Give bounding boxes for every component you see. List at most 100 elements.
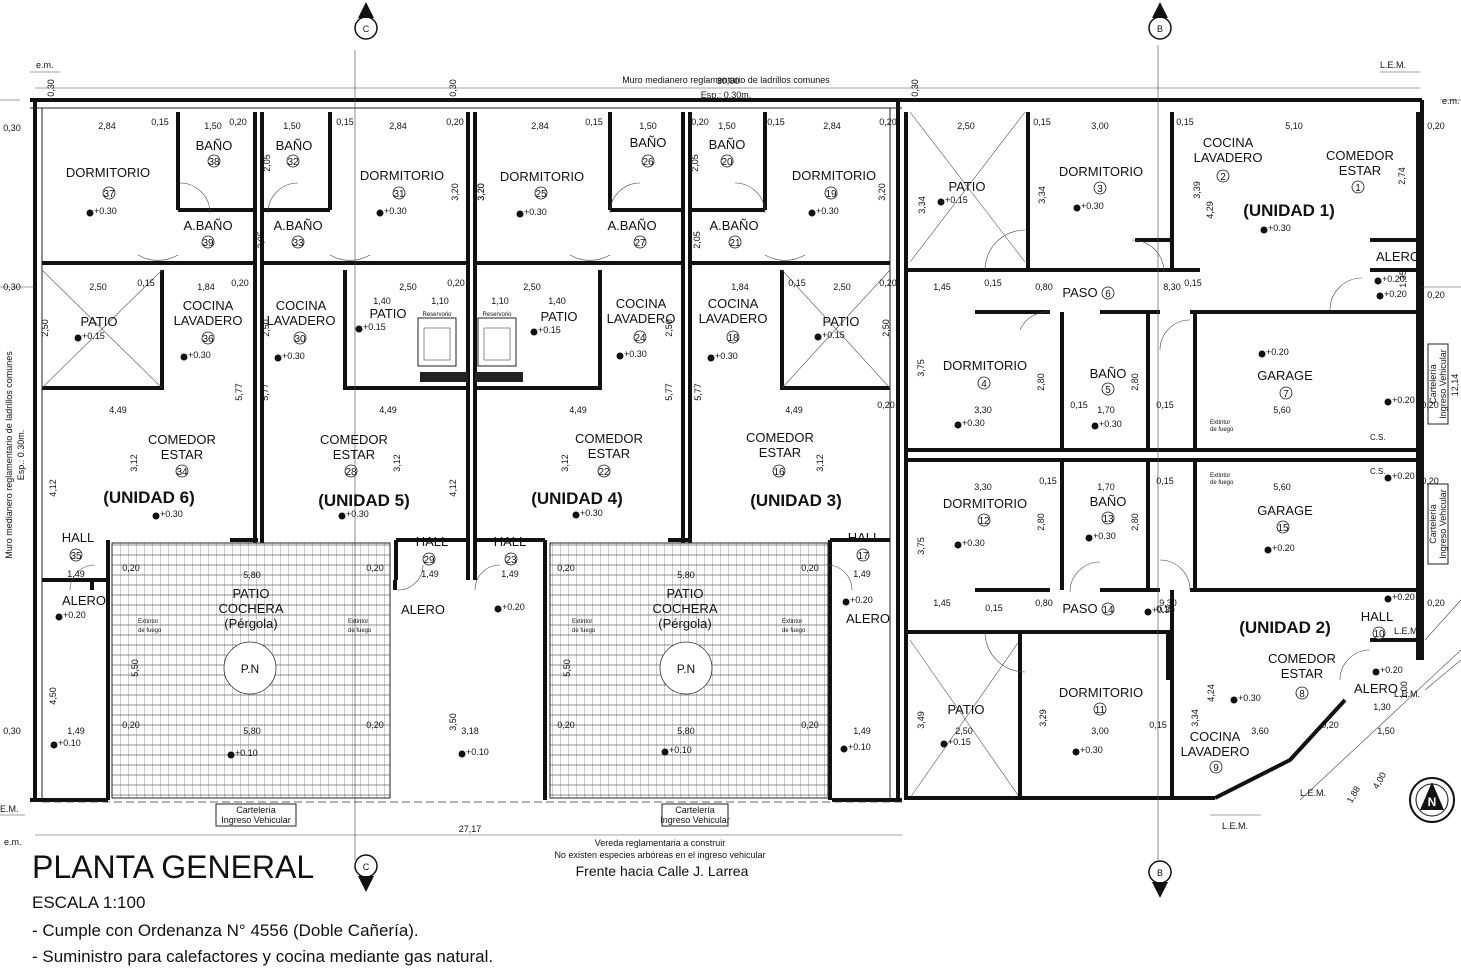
- room-name: DORMITORIO: [943, 496, 1027, 511]
- room-name: PATIO: [948, 179, 985, 194]
- room-number-circle: [504, 552, 518, 566]
- room-name: A.BAÑO: [273, 218, 322, 233]
- level-value: +0.20: [1392, 592, 1415, 602]
- level-marker: [937, 198, 945, 206]
- dimension-label: 0,80: [1035, 598, 1053, 608]
- patio-crosses: [41, 111, 1026, 799]
- level-marker: [494, 605, 502, 613]
- left-wall-line2: Esp.: 0.30m.: [16, 430, 26, 481]
- level-mark: +0.10: [840, 742, 871, 753]
- extintor-label: de fuego: [1210, 480, 1234, 486]
- extintor-label: de fuego: [138, 628, 162, 634]
- level-mark: +0.20: [1376, 289, 1407, 300]
- dimension-label: 2,50: [664, 319, 674, 337]
- dimension-label: 2,80: [1036, 513, 1046, 531]
- dimension-label: 2,50: [89, 282, 107, 292]
- dimension-label: 1,50: [283, 121, 301, 131]
- room-number-circle: [293, 331, 307, 345]
- level-marker: [814, 333, 822, 341]
- dimension-label: 3,20: [877, 183, 887, 201]
- level-marker: [1260, 226, 1268, 234]
- level-marker: [227, 751, 235, 759]
- dimension-label: 5,77: [260, 383, 270, 401]
- dimension-label: 0,20: [446, 117, 464, 127]
- dimension-label: 0,15: [1156, 476, 1174, 486]
- room-name-line2: LAVADERO: [1194, 150, 1263, 165]
- cs-label: C.S.: [1370, 467, 1386, 476]
- plan-title: PLANTA GENERAL: [32, 849, 314, 885]
- dimension-label: 0,20: [122, 563, 140, 573]
- dimension-label: 3,75: [916, 359, 926, 377]
- room-name: PATIO: [232, 586, 269, 601]
- room-name: HALL: [1361, 609, 1394, 624]
- unit-label: (UNIDAD 4): [531, 489, 623, 508]
- level-value: +0.30: [282, 351, 305, 361]
- room-number-circle: [1101, 382, 1115, 396]
- door-swings: [69, 182, 1371, 681]
- dimension-label: 1,50: [718, 121, 736, 131]
- level-value: +0.20: [1384, 289, 1407, 299]
- dimension-label: 4,49: [785, 405, 803, 415]
- level-marker: [808, 209, 816, 217]
- sign-carteleria: Cartelería: [675, 805, 715, 815]
- room-name: A.BAÑO: [183, 218, 232, 233]
- dimension-label: 1,88: [1345, 784, 1362, 804]
- top-wall-line1: Muro medianero reglamentario de ladrillo…: [622, 75, 830, 85]
- bottom-total-dim: 27,17: [459, 824, 482, 834]
- cut-c-label: C: [363, 862, 370, 872]
- room-label: PATIO+0.15: [814, 314, 860, 341]
- room-number-circle: [1279, 386, 1293, 400]
- room-name: BAÑO: [630, 135, 667, 150]
- level-marker: [274, 354, 282, 362]
- em-label: e.m.: [36, 60, 54, 70]
- dimension-label: 1,70: [1097, 405, 1115, 415]
- em-label: e.m.: [1442, 96, 1460, 106]
- dimension-label: 3,20: [476, 183, 486, 201]
- level-marker: [707, 354, 715, 362]
- level-value: +0.15: [82, 331, 105, 341]
- dimension-label: 4,12: [448, 479, 458, 497]
- dimension-label: 1,50: [204, 121, 222, 131]
- level-value: +0.30: [715, 351, 738, 361]
- room-number-circle: [286, 154, 300, 168]
- dimension-label: 1,49: [853, 569, 871, 579]
- unit-label: (UNIDAD 2): [1239, 618, 1331, 637]
- room-name: ALERO: [1376, 249, 1420, 264]
- level-value: +0.30: [1081, 201, 1104, 211]
- pn-label: P.N: [241, 662, 259, 676]
- room-name-line2: LAVADERO: [1181, 744, 1250, 759]
- sign-box: [1427, 343, 1449, 425]
- room-name: A.BAÑO: [709, 218, 758, 233]
- dimension-label: 1,10: [431, 296, 449, 306]
- dimension-label: 5,80: [677, 726, 695, 736]
- room-number-circle: [728, 235, 742, 249]
- dimension-label: 4,49: [569, 405, 587, 415]
- level-marker: [355, 325, 363, 333]
- dimension-label: 0,20: [557, 563, 575, 573]
- room-name-line2: ESTAR: [1339, 163, 1381, 178]
- dimension-label: 4,49: [379, 405, 397, 415]
- lem-label: L.E.M.: [1300, 788, 1326, 798]
- room-name: ALERO: [401, 602, 445, 617]
- room-number-circle: [1209, 760, 1223, 774]
- level-marker: [616, 352, 624, 360]
- room-name: DORMITORIO: [1059, 164, 1143, 179]
- room-label: PATIO+0.15: [355, 306, 407, 333]
- room-number: 26: [642, 157, 654, 168]
- room-number-circle: [597, 464, 611, 478]
- north-arrow: N: [1409, 777, 1455, 823]
- dimension-label: 1,00: [1399, 681, 1409, 699]
- cs-label: C.S.: [1370, 433, 1386, 442]
- level-value: +0.15: [948, 737, 971, 747]
- room-name: PATIO: [666, 586, 703, 601]
- room-number-circle: [534, 186, 548, 200]
